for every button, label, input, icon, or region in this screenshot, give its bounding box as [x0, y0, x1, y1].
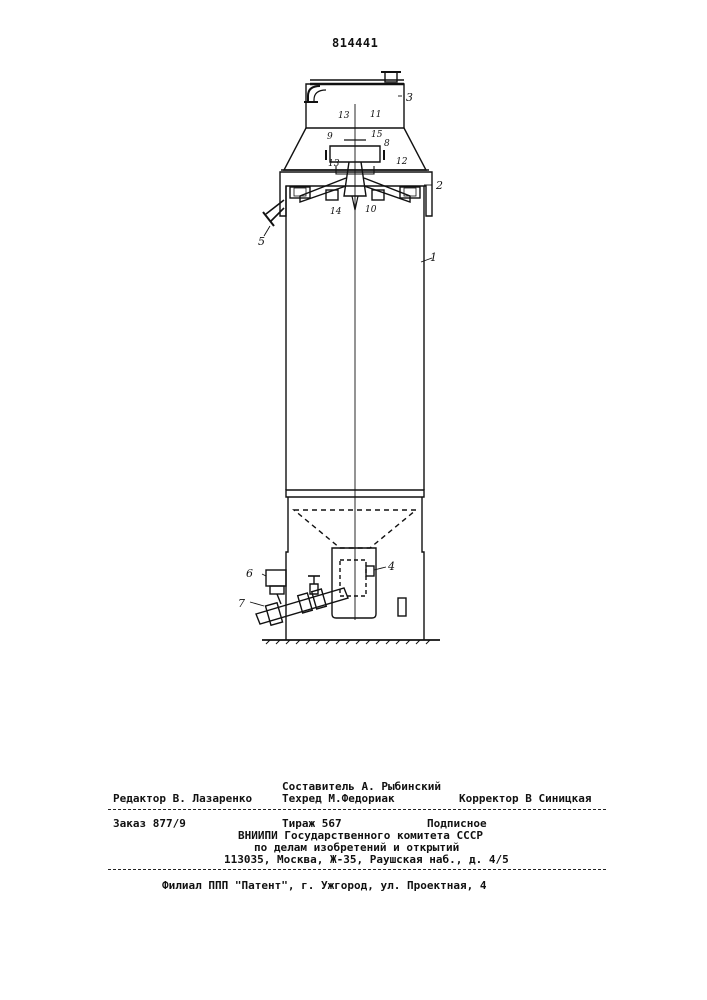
support-ring: [280, 172, 432, 216]
label-6: 6: [246, 568, 253, 579]
editor-line: Редактор В. Лазаренко: [113, 792, 252, 805]
label-12: 12: [396, 158, 407, 167]
corrector-line: Корректор В Синицкая: [459, 792, 591, 805]
label-9: 9: [327, 133, 333, 142]
label-8: 8: [384, 140, 390, 149]
label-4: 4: [388, 561, 395, 572]
label-2: 2: [436, 180, 443, 191]
footer-divider-2: [108, 869, 606, 870]
label-1: 1: [430, 252, 437, 263]
valve: [310, 584, 318, 594]
label-13-lower: 13: [328, 160, 339, 169]
label-3: 3: [406, 92, 413, 103]
label-14: 14: [330, 208, 341, 217]
branch-line: Филиал ППП "Патент", г. Ужгород, ул. Про…: [162, 879, 487, 892]
label-7: 7: [238, 598, 245, 609]
label-5: 5: [258, 236, 265, 247]
order-line: Заказ 877/9: [113, 817, 186, 830]
drive-motor: [266, 570, 286, 586]
label-13: 13: [338, 112, 349, 121]
label-15: 15: [371, 131, 382, 140]
label-10: 10: [365, 206, 376, 215]
techred-line: Техред М.Федориак: [282, 792, 395, 805]
discharge-chamber: [332, 548, 376, 618]
label-11: 11: [370, 111, 381, 120]
footer-divider-1: [108, 809, 606, 810]
address-line: 113035, Москва, Ж-35, Раушская наб., д. …: [224, 853, 509, 866]
